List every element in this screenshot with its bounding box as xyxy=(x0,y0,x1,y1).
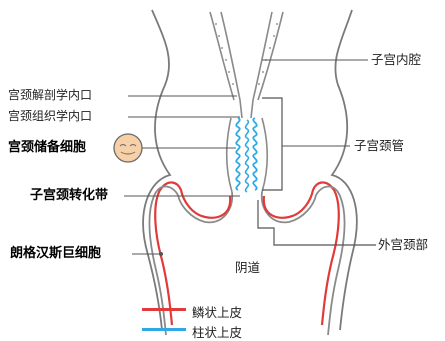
cervical-canal-left xyxy=(227,118,232,192)
label-anatomical-internal-os: 宫颈解剖学内口 xyxy=(8,89,92,101)
uterine-cavity-dots xyxy=(215,23,278,85)
canal-left-wall xyxy=(240,100,242,118)
legend-squamous-swatch xyxy=(142,308,186,311)
label-reserve-cell: 宫颈储备细胞 xyxy=(8,141,86,154)
label-uterine-cavity: 子宫内腔 xyxy=(371,54,421,67)
vaginal-wall-right xyxy=(316,186,344,335)
reserve-cell-icon xyxy=(114,134,142,162)
ectocervix-bracket xyxy=(258,200,376,245)
columnar-epithelium-left-2 xyxy=(246,120,249,192)
label-vagina: 阴道 xyxy=(235,262,260,275)
legend-squamous-label: 鳞状上皮 xyxy=(192,302,242,321)
cervical-canal-right xyxy=(262,118,267,192)
nabothian-dot xyxy=(159,252,163,256)
canal-right-wall xyxy=(251,100,253,118)
legend-columnar: 柱状上皮 xyxy=(142,322,262,336)
legend-columnar-label: 柱状上皮 xyxy=(192,322,242,341)
label-nabothian-cell: 朗格汉斯巨细胞 xyxy=(10,247,101,260)
label-histological-internal-os: 宫颈组织学内口 xyxy=(8,110,92,122)
legend-columnar-swatch xyxy=(142,328,186,331)
columnar-epithelium-right xyxy=(253,118,256,190)
label-transformation-zone: 子宫颈转化带 xyxy=(30,189,108,202)
label-cervical-canal: 子宫颈管 xyxy=(354,140,404,153)
label-ectocervix: 外宫颈部 xyxy=(378,239,428,252)
legend-squamous: 鳞状上皮 xyxy=(142,302,262,316)
columnar-epithelium-left xyxy=(236,118,239,190)
uterine-cavity-right-outer xyxy=(258,12,283,100)
squamous-epithelium-right xyxy=(264,182,339,325)
